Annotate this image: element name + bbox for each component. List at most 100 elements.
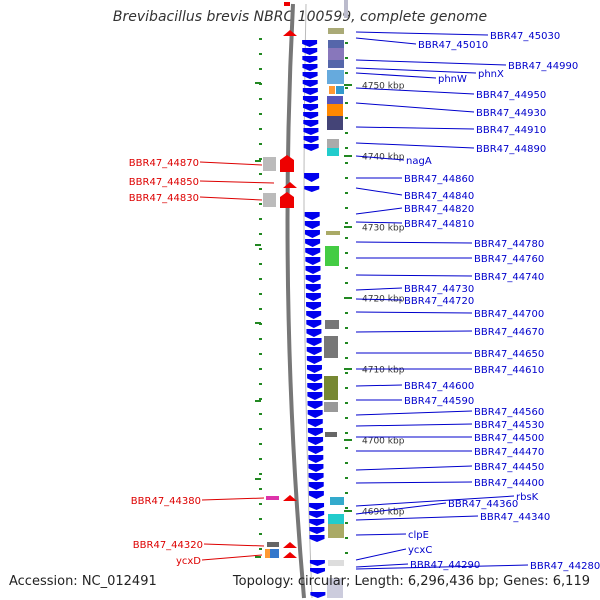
forward-gene-label[interactable]: BBR47_44860 [404, 174, 474, 185]
right-tick-dot [345, 177, 348, 179]
forward-gene-label[interactable]: BBR47_44780 [474, 239, 544, 250]
forward-gene-label[interactable]: BBR47_45030 [490, 31, 560, 42]
forward-gene-label[interactable]: BBR47_44720 [404, 296, 474, 307]
gene-domain-block [327, 578, 343, 598]
right-tick-dot [345, 237, 348, 239]
forward-gene-label[interactable]: BBR47_44600 [404, 381, 474, 392]
reverse-gene-label[interactable]: BBR47_44870 [129, 158, 199, 169]
left-tick-dot [259, 518, 262, 520]
forward-gene-label[interactable]: BBR47_44450 [474, 462, 544, 473]
gene-domain-block [324, 336, 338, 358]
forward-gene-arrow [308, 473, 324, 481]
forward-gene-label[interactable]: BBR47_44290 [410, 560, 480, 571]
forward-gene-label[interactable]: BBR47_44400 [474, 478, 544, 489]
forward-gene-label[interactable]: BBR47_44590 [404, 396, 474, 407]
forward-leader-line [355, 59, 507, 66]
forward-gene-label[interactable]: BBR47_44500 [474, 433, 544, 444]
forward-leader-line [355, 410, 473, 416]
forward-gene-label[interactable]: clpE [408, 530, 429, 541]
forward-gene-arrow [310, 592, 326, 598]
reverse-gene-block [263, 157, 276, 171]
forward-gene-label[interactable]: BBR47_44950 [476, 90, 546, 101]
forward-gene-label[interactable]: BBR47_44530 [474, 420, 544, 431]
forward-gene-label[interactable]: BBR47_44810 [404, 219, 474, 230]
right-tick-dot [345, 192, 348, 194]
forward-leader-line [355, 330, 473, 333]
forward-gene-label[interactable]: BBR47_44670 [474, 327, 544, 338]
forward-gene-arrow [305, 275, 321, 283]
reverse-gene-label[interactable]: BBR47_44380 [131, 496, 201, 507]
gene-domain-block [324, 376, 338, 400]
forward-gene-arrow [309, 519, 325, 526]
left-tick-dot [259, 143, 262, 145]
forward-gene-arrow [302, 48, 318, 55]
scale-tick-mark [344, 297, 352, 299]
forward-gene-label[interactable]: BBR47_44610 [474, 365, 544, 376]
forward-leader-line [355, 495, 515, 507]
forward-gene-label[interactable]: ycxC [408, 545, 432, 556]
scale-tick-label: 4710 kbp [362, 366, 405, 376]
forward-gene-arrow [307, 374, 323, 382]
left-tick-dot [259, 488, 262, 490]
reverse-gene-label[interactable]: BBR47_44850 [129, 177, 199, 188]
scale-tick-label: 4700 kbp [362, 437, 405, 447]
forward-gene-label[interactable]: BBR47_44560 [474, 407, 544, 418]
forward-leader-line [355, 126, 475, 130]
forward-gene-arrow [303, 144, 319, 151]
reverse-gene-label[interactable]: BBR47_44830 [129, 193, 199, 204]
forward-leader-line [355, 563, 409, 568]
gene-domain-block [327, 104, 343, 116]
left-tick-dot [259, 128, 262, 130]
left-tick-dot [259, 353, 262, 355]
forward-gene-arrow [302, 40, 318, 47]
reverse-gene-block [266, 496, 279, 500]
forward-gene-arrow [308, 482, 324, 490]
forward-gene-label[interactable]: BBR47_44820 [404, 204, 474, 215]
forward-gene-label[interactable]: BBR47_44890 [476, 144, 546, 155]
left-tick-dot [259, 428, 262, 430]
reverse-leader-line [199, 180, 275, 184]
reverse-leader-line [199, 161, 263, 166]
right-tick-dot [345, 267, 348, 269]
forward-gene-label[interactable]: BBR47_44700 [474, 309, 544, 320]
forward-gene-label[interactable]: BBR47_44910 [476, 125, 546, 136]
forward-gene-label[interactable]: BBR47_44990 [508, 61, 578, 72]
forward-gene-arrow [310, 568, 326, 574]
left-major-tick [255, 322, 261, 324]
forward-gene-label[interactable]: BBR47_44760 [474, 254, 544, 265]
reverse-gene-label[interactable]: BBR47_44320 [133, 540, 203, 551]
forward-gene-arrow [306, 302, 322, 310]
forward-gene-arrow [302, 96, 318, 103]
gene-domain-block [329, 86, 335, 94]
forward-gene-label[interactable]: BBR47_44930 [476, 108, 546, 119]
scale-tick-label: 4690 kbp [362, 508, 405, 518]
forward-gene-label[interactable]: nagA [406, 156, 432, 167]
reverse-gene-arrow [283, 182, 297, 188]
forward-gene-label[interactable]: BBR47_44650 [474, 349, 544, 360]
left-tick-dot [259, 473, 262, 475]
forward-leader-line [355, 548, 407, 561]
forward-gene-label[interactable]: phnX [478, 69, 504, 80]
forward-gene-label[interactable]: BBR47_44340 [480, 512, 550, 523]
forward-gene-label[interactable]: rbsK [516, 492, 539, 503]
forward-gene-arrow [305, 293, 321, 301]
forward-gene-label[interactable]: BBR47_44360 [448, 499, 518, 510]
forward-gene-label[interactable]: BBR47_45010 [418, 40, 488, 51]
forward-gene-label[interactable]: BBR47_44470 [474, 447, 544, 458]
forward-gene-arrow [302, 80, 318, 87]
right-tick-dot [345, 477, 348, 479]
forward-gene-label[interactable]: BBR47_44740 [474, 272, 544, 283]
forward-gene-arrow [307, 392, 323, 400]
reverse-gene-label[interactable]: ycxD [176, 556, 201, 567]
forward-gene-arrow [304, 186, 320, 192]
forward-gene-label[interactable]: BBR47_44730 [404, 284, 474, 295]
forward-gene-label[interactable]: BBR47_44280 [530, 561, 600, 572]
forward-gene-arrow [302, 56, 318, 63]
forward-gene-label[interactable]: BBR47_44840 [404, 191, 474, 202]
left-tick-dot [259, 203, 262, 205]
right-tick-dot [345, 72, 348, 74]
forward-leader-line [355, 102, 475, 113]
forward-gene-label[interactable]: phnW [438, 74, 467, 85]
